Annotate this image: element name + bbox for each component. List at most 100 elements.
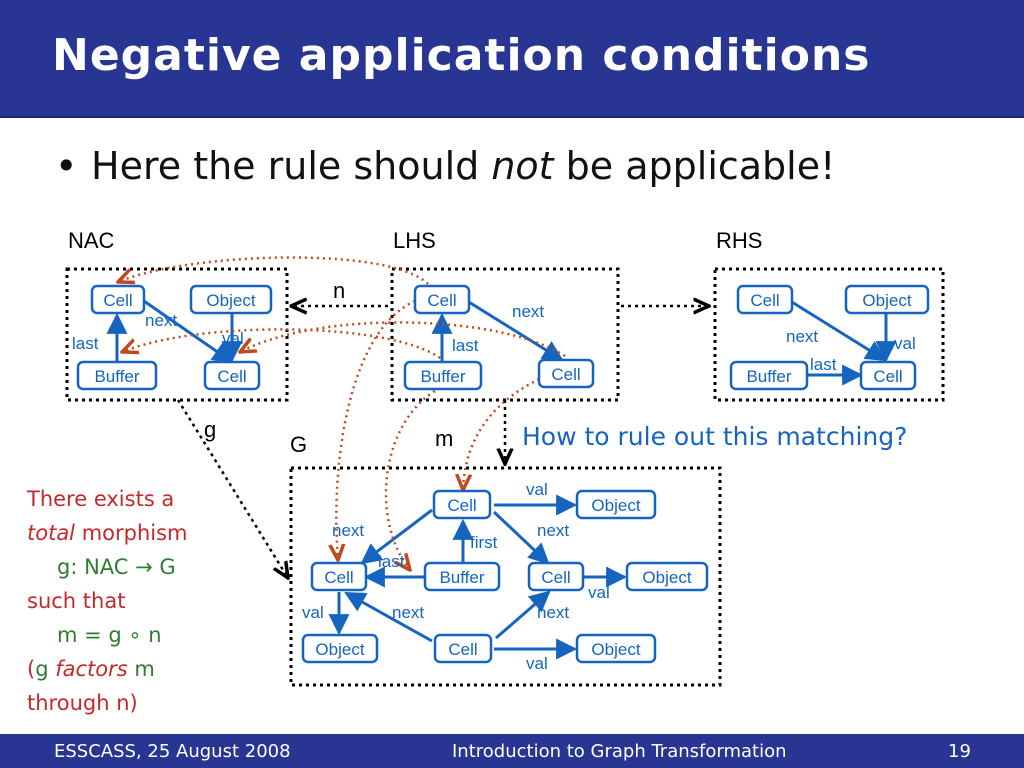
explanation-text: There exists a total morphism g: NAC → G… (27, 482, 237, 720)
g-edge-label-val-bottom: val (526, 654, 548, 673)
g-node-cell-bottom (433, 633, 493, 664)
g-node-cell-top-label: Cell (447, 496, 476, 515)
g-node-buffer (423, 561, 501, 592)
nac-node-cell-bottom-label: Cell (217, 367, 246, 386)
mapping-lhs-cell-to-nac-cell2 (240, 321, 566, 358)
rhs-box (713, 267, 945, 402)
lhs-edge-label-last: last (452, 336, 479, 355)
nac-node-cell-bottom (203, 360, 261, 391)
g-edge-next-bottom-right (495, 590, 551, 640)
g-edge-label-val-left: val (302, 603, 324, 622)
g-node-object-left-label: Object (315, 640, 364, 659)
explanation-such-that: such that (27, 589, 126, 613)
g-edge-label-next-left: next (332, 521, 364, 540)
g-node-object-bottom (575, 633, 657, 664)
explanation-line-1: There exists a (27, 487, 175, 511)
lhs-node-cell-top-label: Cell (427, 291, 456, 310)
nac-node-object-label: Object (206, 291, 255, 310)
rhs-node-buffer (729, 360, 809, 391)
nac-edge-label-next: next (145, 311, 177, 330)
lhs-node-cell-bottom-label: Cell (551, 365, 580, 384)
nac-edge-label-val: val (222, 329, 244, 348)
g-node-object-bottom-label: Object (591, 640, 640, 659)
rhs-edge-label-val: val (894, 334, 916, 353)
lhs-node-cell-top (413, 284, 471, 315)
nac-edge-next (140, 297, 234, 364)
explanation-total: total (27, 521, 76, 545)
lhs-node-buffer-label: Buffer (420, 367, 465, 386)
nac-edge-label-last: last (72, 334, 99, 353)
explanation-factors-word: factors (48, 657, 128, 681)
g-morphism-label: g (204, 417, 216, 442)
explanation-line-2: total morphism (27, 516, 237, 550)
explanation-through: through n) (27, 691, 138, 715)
nac-label: NAC (68, 228, 115, 253)
explanation-morphism: morphism (75, 521, 188, 545)
g-edge-next-left (360, 508, 433, 565)
rhs-edge-label-last: last (810, 355, 837, 374)
g-edge-next-bottom (344, 591, 433, 643)
bullet-point: • Here the rule should not be applicable! (55, 144, 835, 188)
g-edge-label-val-top: val (526, 480, 548, 499)
rhs-node-object (844, 284, 930, 315)
bullet-text-emphasis: not (491, 144, 554, 188)
g-edge-label-next-bottom: next (392, 603, 424, 622)
bullet-text-after: be applicable! (553, 144, 836, 188)
question-text: How to rule out this matching? (522, 422, 908, 451)
n-morphism-label: n (333, 278, 345, 303)
explanation-m: m (127, 657, 155, 681)
m-morphism-label: m (435, 426, 453, 451)
rhs-node-cell-top-label: Cell (750, 291, 779, 310)
nac-node-object (189, 284, 273, 315)
g-node-cell-right-label: Cell (541, 568, 570, 587)
slide-title: Negative application conditions (52, 30, 871, 81)
lhs-label: LHS (393, 228, 436, 253)
g-node-cell-bottom-label: Cell (448, 640, 477, 659)
mapping-lhs-cell-to-g-cell (336, 299, 416, 560)
g-edge-label-next-right: next (537, 521, 569, 540)
rhs-node-object-label: Object (862, 291, 911, 310)
lhs-edge-label-next: next (512, 302, 544, 321)
rhs-node-cell-bottom (859, 360, 917, 391)
lhs-node-cell-bottom (537, 358, 595, 389)
rhs-edge-next (786, 297, 887, 362)
g-node-cell-left (310, 561, 368, 592)
g-node-object-top-label: Object (591, 496, 640, 515)
g-node-object-top (575, 489, 657, 520)
bullet-text-before: Here the rule should (91, 144, 492, 188)
mapping-lhs-cell-to-nac-cell (118, 256, 429, 285)
lhs-node-buffer (403, 360, 483, 391)
g-edge-label-last: last (378, 552, 405, 571)
lhs-edge-next (463, 297, 564, 362)
nac-node-buffer-label: Buffer (94, 367, 139, 386)
footer-bar: ESSCASS, 25 August 2008 Introduction to … (0, 734, 1024, 768)
bullet-dot-icon: • (55, 144, 78, 188)
g-edge-label-next-bottom-right: next (537, 603, 569, 622)
g-box (289, 466, 722, 687)
g-node-buffer-label: Buffer (439, 568, 484, 587)
explanation-open-paren: ( (27, 657, 36, 681)
g-edge-label-first: first (470, 533, 498, 552)
footer-left: ESSCASS, 25 August 2008 (54, 741, 291, 762)
nac-node-cell-top (90, 284, 146, 315)
g-edge-next-right (492, 510, 550, 565)
g-node-object-right (625, 561, 709, 592)
rhs-label: RHS (716, 228, 762, 253)
g-graph-label: G (290, 432, 307, 457)
explanation-g-map: g: NAC → G (57, 555, 176, 579)
footer-page-number: 19 (948, 741, 971, 762)
g-node-cell-top (432, 489, 492, 520)
explanation-factors: (g factors m (27, 652, 237, 686)
explanation-g: g (35, 657, 49, 681)
rhs-node-cell-top (736, 284, 794, 315)
rhs-edge-label-next: next (786, 327, 818, 346)
nac-node-cell-top-label: Cell (103, 291, 132, 310)
g-edge-label-val-mid: val (588, 583, 610, 602)
g-node-object-right-label: Object (642, 568, 691, 587)
title-bar: Negative application conditions (0, 0, 1024, 118)
g-node-cell-left-label: Cell (324, 568, 353, 587)
rhs-node-cell-bottom-label: Cell (873, 367, 902, 386)
nac-node-buffer (76, 360, 158, 391)
mapping-lhs-buffer-to-g-buffer (384, 386, 441, 570)
